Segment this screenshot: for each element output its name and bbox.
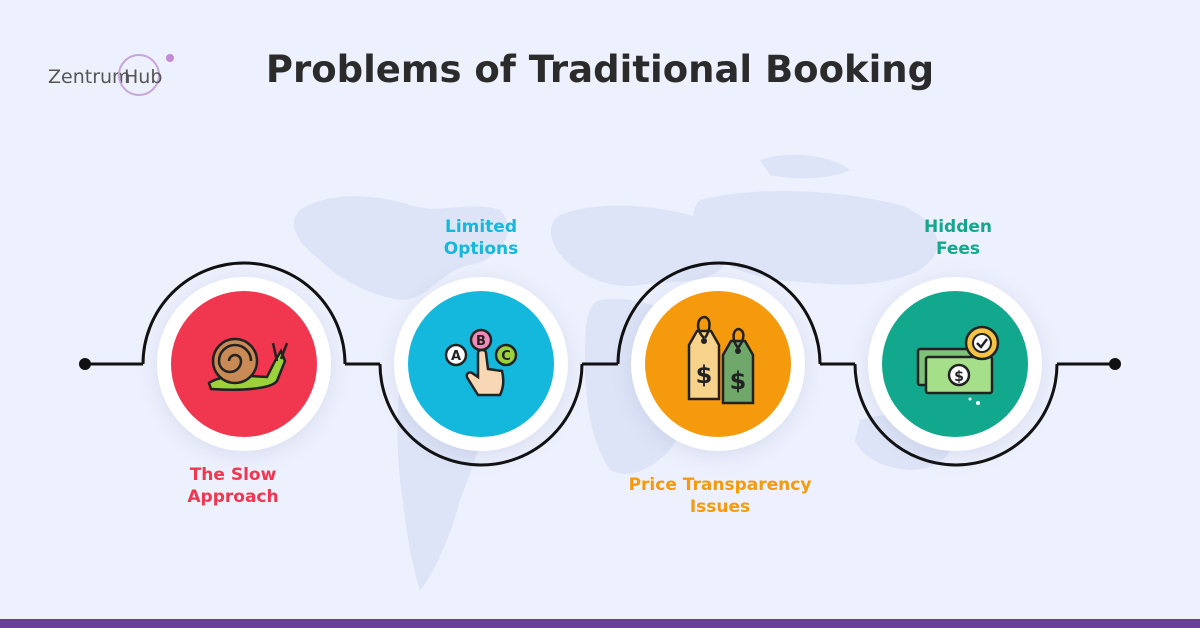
step-label-line1: Price Transparency [628,475,812,495]
svg-text:$: $ [954,369,964,385]
logo-suffix-text: Hub [124,66,163,88]
step-label-line2: Options [443,239,519,259]
step-limited-options-label: Limited Options [361,216,601,260]
logo-dot [166,54,174,62]
svg-text:A: A [451,349,461,364]
svg-text:C: C [501,349,511,364]
page-title: Problems of Traditional Booking [265,48,935,91]
abc-choice-icon: A B C [444,328,518,397]
step-label-line2: Fees [935,239,981,259]
logo-ring [118,54,160,96]
step-slow-approach-circle [171,291,317,437]
step-slow-approach-label: The Slow Approach [113,464,353,508]
step-label-line1: The Slow [189,465,277,485]
snail-icon [207,337,289,391]
step-price-transparency-label: Price Transparency Issues [600,474,840,518]
bottom-accent-bar [0,619,1200,628]
step-hidden-fees-circle: $ [882,291,1028,437]
step-limited-options-circle: A B C [408,291,554,437]
money-gear-icon: $ [916,325,1000,405]
path-start-dot [79,358,91,370]
path-end-dot [1109,358,1121,370]
step-hidden-fees-label: Hidden Fees [838,216,1078,260]
step-label-line1: Hidden [923,217,993,237]
step-label-line2: Issues [689,497,751,517]
svg-text:B: B [476,334,486,349]
svg-text:$: $ [696,361,713,389]
step-price-transparency-circle: $ $ [645,291,791,437]
svg-text:$: $ [730,367,747,395]
zentrum-hub-logo: Zentrum Hub [48,54,188,106]
price-tags-icon: $ $ [687,315,755,405]
step-label-line1: Limited [444,217,518,237]
step-label-line2: Approach [187,487,279,507]
logo-brand-text: Zentrum [48,66,131,88]
